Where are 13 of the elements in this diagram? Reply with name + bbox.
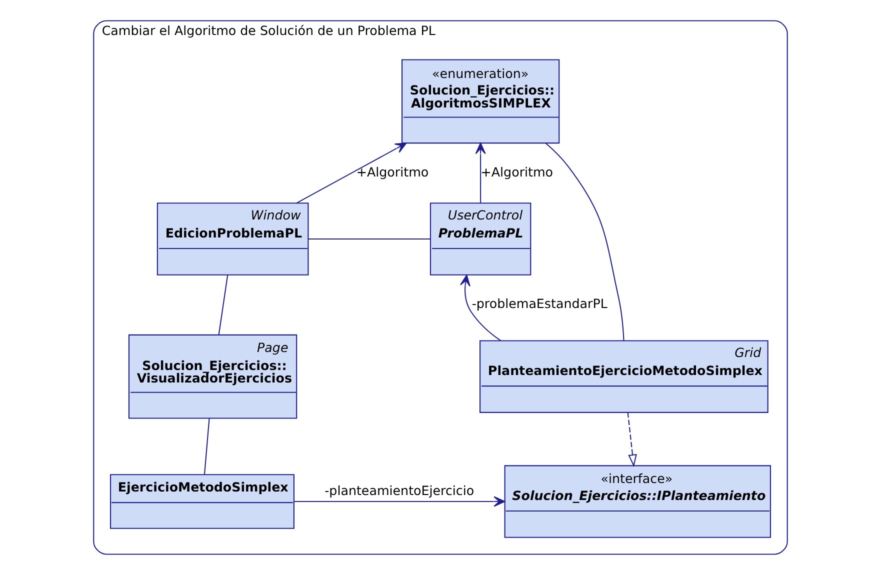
connector — [218, 274, 228, 335]
edge-label: -planteamientoEjercicio — [324, 482, 474, 498]
connector — [544, 142, 624, 341]
arrow — [626, 412, 636, 468]
arrow — [474, 142, 486, 203]
edge-label: +Algoritmo — [356, 164, 428, 180]
arrow — [294, 496, 505, 507]
edge-label: -problemaEstandarPL — [471, 296, 607, 312]
edge-label: +Algoritmo — [480, 164, 553, 180]
connector — [308, 238, 430, 240]
connector — [203, 418, 210, 474]
arrow — [296, 142, 406, 204]
arrow — [459, 274, 500, 342]
